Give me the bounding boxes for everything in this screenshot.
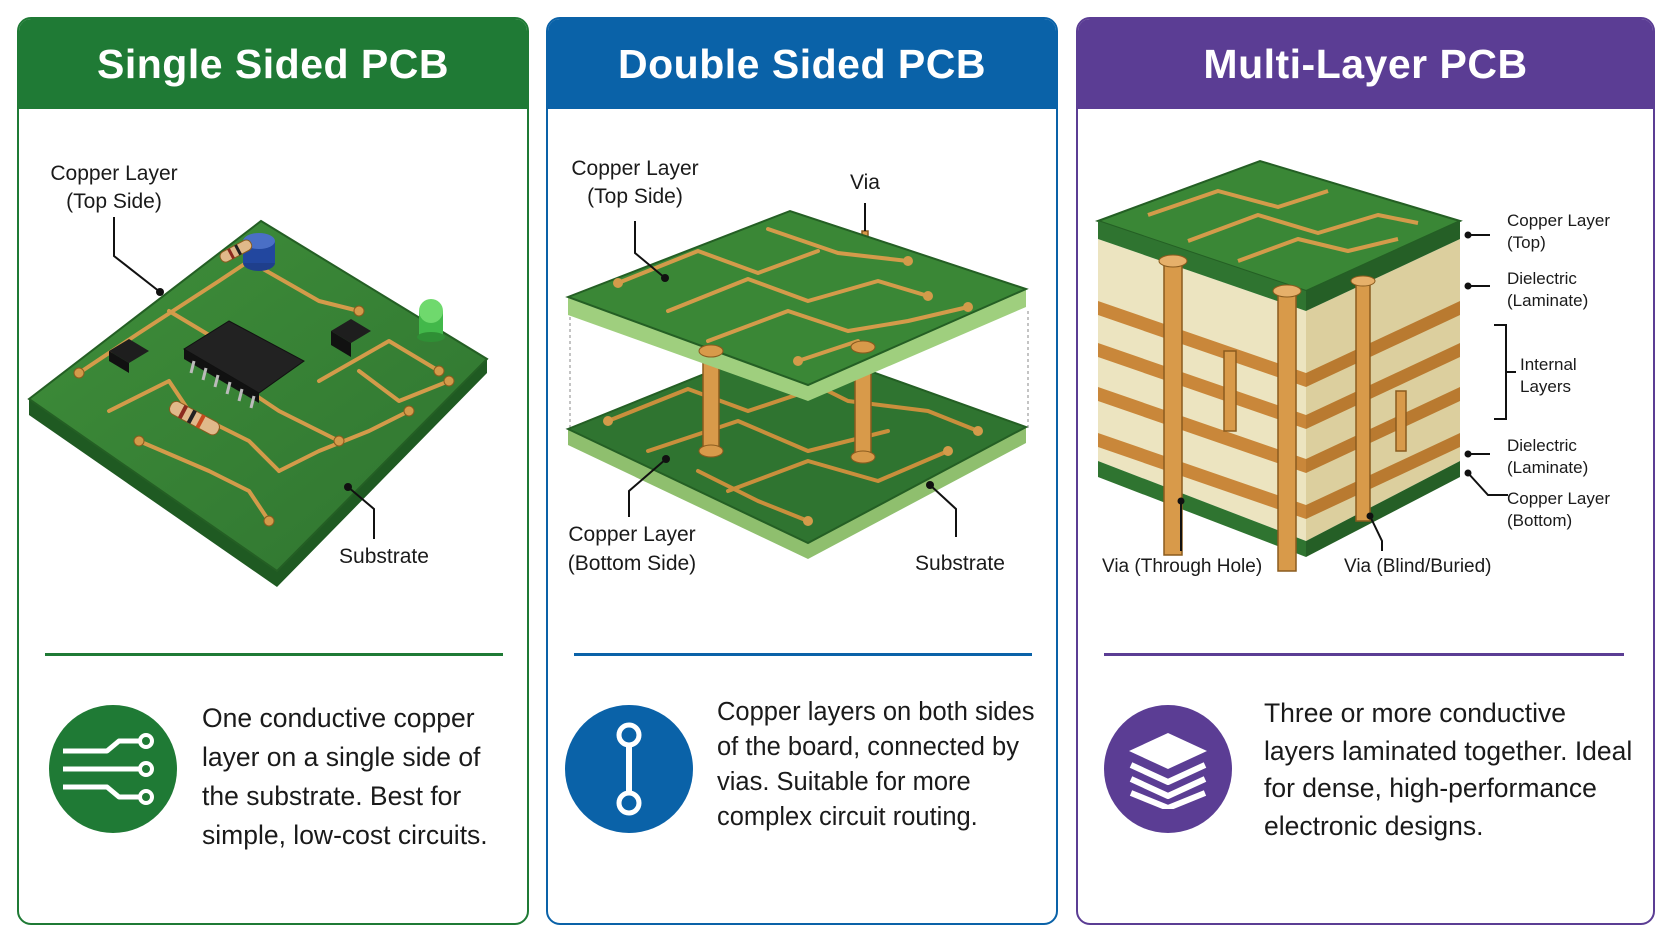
divider [1104,653,1624,656]
label-copper-top-sub: (Top) [1507,233,1546,252]
label-substrate: Substrate [915,552,1005,575]
label-dielectric-2-sub: (Laminate) [1507,458,1588,477]
label-bottom-copper: Copper Layer [568,523,695,546]
single-sided-pcb-illustration: Copper Layer (Top Side) Substrate [27,162,489,587]
stacked-layers-icon [1104,705,1232,833]
card-double-sided: Double Sided PCB [546,17,1058,925]
card-multi-layer: Multi-Layer PCB [1076,17,1655,925]
label-internal: Internal [1520,355,1577,374]
label-copper-bottom: Copper Layer [1507,489,1610,508]
description: Copper layers on both sides of the board… [717,698,1035,831]
label-substrate: Substrate [339,545,429,568]
multi-layer-pcb-illustration: Copper Layer (Top) Dielectric (Laminate)… [1094,159,1610,577]
label-copper-layer: Copper Layer [50,162,177,185]
label-bottom-side: (Bottom Side) [568,552,696,575]
divider [574,653,1032,656]
card-title: Double Sided PCB [548,19,1056,109]
label-dielectric-2: Dielectric [1507,436,1577,455]
label-internal-sub: Layers [1520,377,1571,396]
via-connection-icon [565,705,693,833]
card-single-sided: Single Sided PCB [17,17,529,925]
label-top-side: (Top Side) [587,185,683,208]
label-copper-top: Copper Layer [1507,211,1610,230]
card-title: Single Sided PCB [19,19,527,109]
label-copper-bottom-sub: (Bottom) [1507,511,1572,530]
card-title: Multi-Layer PCB [1078,19,1653,109]
divider [45,653,503,656]
circuit-traces-icon [49,705,177,833]
label-via-through: Via (Through Hole) [1102,556,1262,577]
label-via-blind: Via (Blind/Buried) [1344,556,1492,577]
label-top-side: (Top Side) [66,190,162,213]
label-dielectric-1: Dielectric [1507,269,1577,288]
label-via: Via [850,171,880,194]
description: One conductive copper layer on a single … [202,703,488,850]
double-sided-pcb-illustration: Copper Layer (Top Side) Via Copper Layer… [565,157,1029,575]
label-top-copper: Copper Layer [571,157,698,180]
label-dielectric-1-sub: (Laminate) [1507,291,1588,310]
description: Three or more conductive layers laminate… [1264,698,1633,841]
